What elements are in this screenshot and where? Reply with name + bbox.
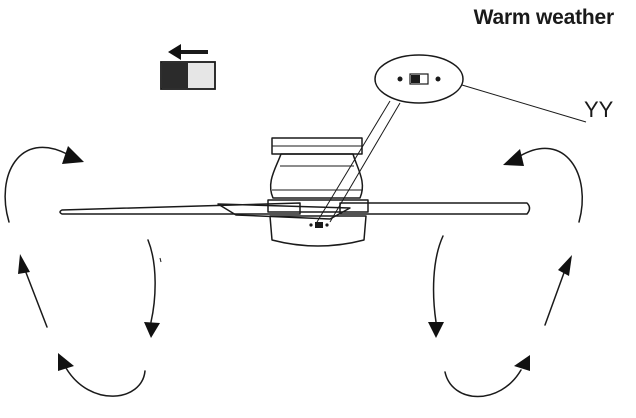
bubble-leader-line-right — [329, 102, 401, 223]
airflow-arrow-icon — [444, 369, 522, 398]
fan-blade-left — [59, 202, 301, 215]
airflow-arrow-icon — [432, 235, 444, 323]
screw-left-icon — [397, 76, 403, 82]
airflow-arrow-icon — [147, 239, 156, 323]
screw-right-icon — [435, 76, 441, 82]
airflow-arrow-icon — [519, 147, 583, 223]
slide-switch-icon — [160, 61, 216, 90]
airflow-arrow-icon — [65, 367, 146, 397]
bubble-leader-line-left — [316, 100, 391, 223]
ceiling-fan-icon — [59, 137, 531, 247]
airflow-arrows-left — [4, 146, 160, 397]
fan-blade-right — [339, 202, 531, 215]
stray-mark — [159, 257, 162, 263]
diagram-title: Warm weather — [473, 6, 615, 29]
callout-label: YY — [584, 97, 614, 122]
left-arrow-icon — [168, 44, 208, 60]
fan-blade-center — [217, 203, 351, 220]
airflow-arrows-right — [428, 147, 583, 398]
airflow-arrow-icon — [544, 269, 566, 326]
airflow-arrow-icon — [4, 146, 68, 223]
airflow-arrow-icon — [24, 269, 48, 328]
callout-leader-line — [461, 84, 587, 123]
switch-detail-bubble — [374, 54, 464, 104]
